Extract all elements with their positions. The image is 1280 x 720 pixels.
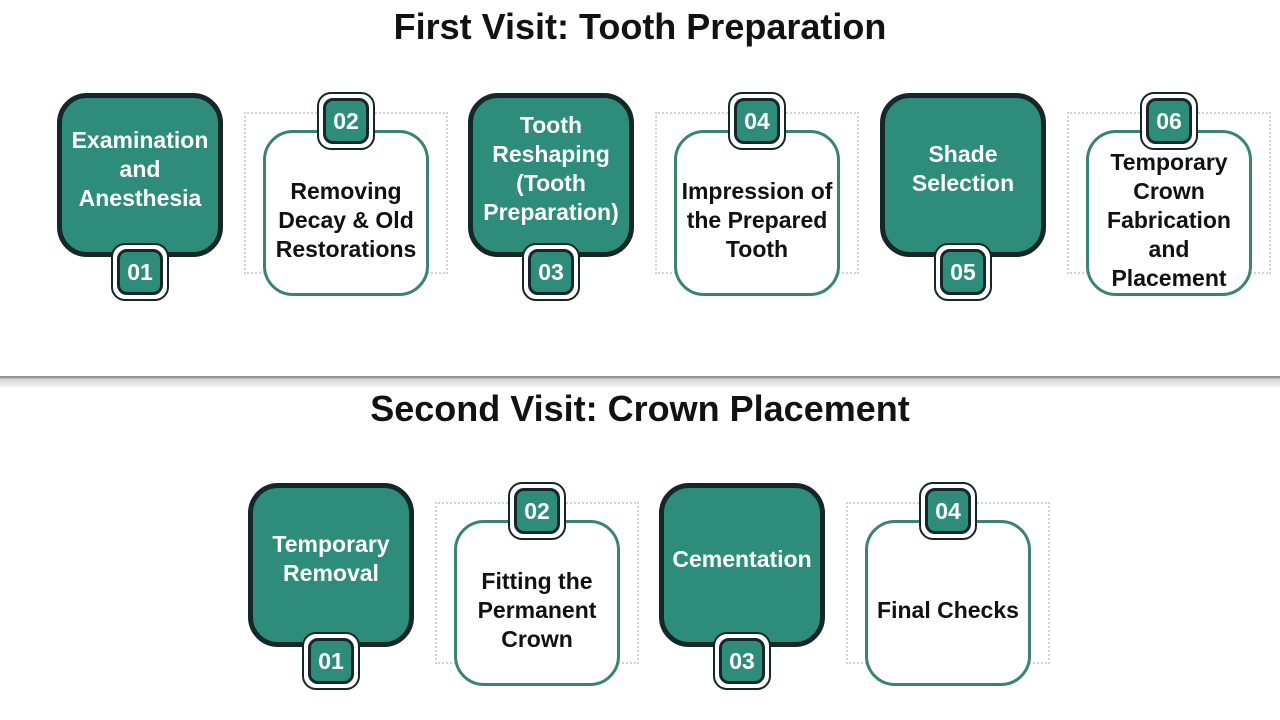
step-number: 03: [719, 638, 765, 684]
step-number-badge: 06: [1140, 92, 1198, 150]
step-number: 02: [323, 98, 369, 144]
step-number: 01: [308, 638, 354, 684]
step-box-second-01: Temporary Removal: [248, 483, 414, 647]
step-box-second-03: Cementation: [659, 483, 825, 647]
step-box-first-04: Impression of the Prepared Tooth: [674, 130, 840, 296]
step-number: 04: [734, 98, 780, 144]
step-box-first-05: Shade Selection: [880, 93, 1046, 257]
step-label: Fitting the Permanent Crown: [477, 567, 597, 652]
step-label: Examination and Anesthesia: [71, 126, 209, 211]
step-number-badge: 03: [522, 243, 580, 301]
step-box-first-06: Temporary Crown Fabrication and Placemen…: [1086, 130, 1252, 296]
step-box-first-03: Tooth Reshaping (Tooth Preparation): [468, 93, 634, 257]
step-number: 02: [514, 488, 560, 534]
step-number: 01: [117, 249, 163, 295]
step-box-first-01: Examination and Anesthesia: [57, 93, 223, 257]
section-divider: [0, 376, 1280, 388]
step-number-badge: 04: [919, 482, 977, 540]
step-number-badge: 01: [111, 243, 169, 301]
step-label: Impression of the Prepared Tooth: [681, 177, 833, 262]
step-number: 06: [1146, 98, 1192, 144]
step-number-badge: 02: [508, 482, 566, 540]
section-title-first-visit: First Visit: Tooth Preparation: [393, 6, 887, 47]
step-number-badge: 04: [728, 92, 786, 150]
step-label: Final Checks: [877, 596, 1019, 623]
step-box-second-02: Fitting the Permanent Crown: [454, 520, 620, 686]
step-label: Cementation: [672, 545, 812, 572]
step-label: Tooth Reshaping (Tooth Preparation): [483, 112, 619, 225]
step-label: Temporary Crown Fabrication and Placemen…: [1107, 148, 1231, 291]
step-number-badge: 02: [317, 92, 375, 150]
step-number: 04: [925, 488, 971, 534]
step-number: 05: [940, 249, 986, 295]
step-label: Removing Decay & Old Restorations: [275, 177, 417, 262]
step-box-second-04: Final Checks: [865, 520, 1031, 686]
step-number-badge: 05: [934, 243, 992, 301]
section-title-second-visit: Second Visit: Crown Placement: [370, 388, 910, 429]
step-label: Temporary Removal: [272, 531, 390, 586]
step-number: 03: [528, 249, 574, 295]
step-box-first-02: Removing Decay & Old Restorations: [263, 130, 429, 296]
step-number-badge: 01: [302, 632, 360, 690]
step-number-badge: 03: [713, 632, 771, 690]
step-label: Shade Selection: [911, 141, 1015, 196]
